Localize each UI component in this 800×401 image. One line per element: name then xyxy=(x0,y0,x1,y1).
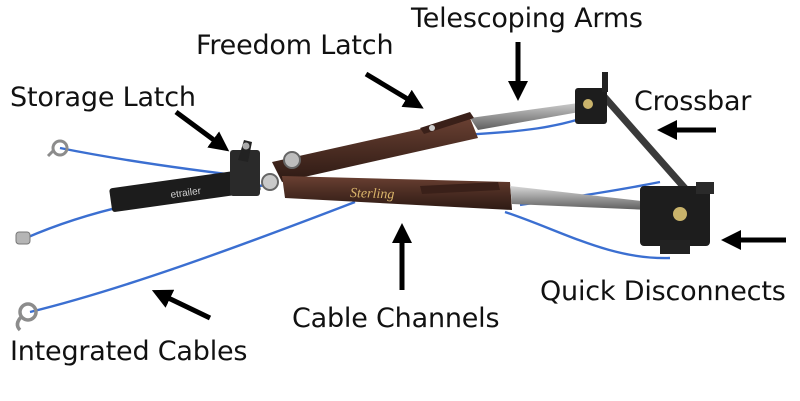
arrow-icon-freedom-latch xyxy=(364,71,424,109)
upper-arm xyxy=(272,100,602,182)
receiver-bar xyxy=(109,150,279,212)
cable-plug xyxy=(15,231,31,245)
arrow-icon-storage-latch xyxy=(174,109,230,152)
quick-disconnect-lower xyxy=(640,182,714,254)
freedom-latch xyxy=(420,112,474,134)
label-cable-channels: Cable Channels xyxy=(292,303,500,334)
crossbar-bar xyxy=(596,88,694,198)
label-crossbar: Crossbar xyxy=(634,86,752,117)
label-storage-latch: Storage Latch xyxy=(10,82,196,113)
quick-disconnect-upper xyxy=(575,72,608,124)
label-quick-disconnects: Quick Disconnects xyxy=(540,276,786,307)
sterling-logo: Sterling xyxy=(350,186,395,203)
etrailer-watermark: etrailer xyxy=(170,186,202,201)
label-integrated-cables: Integrated Cables xyxy=(10,336,248,367)
arrow-icon-integrated-cables xyxy=(151,289,212,321)
cable-hook-lower xyxy=(15,302,38,332)
label-freedom-latch: Freedom Latch xyxy=(196,30,394,61)
label-telescoping-arms: Telescoping Arms xyxy=(411,3,643,34)
lower-arm xyxy=(282,176,650,210)
cable-hook-upper xyxy=(46,139,69,158)
storage-latch xyxy=(238,140,252,162)
